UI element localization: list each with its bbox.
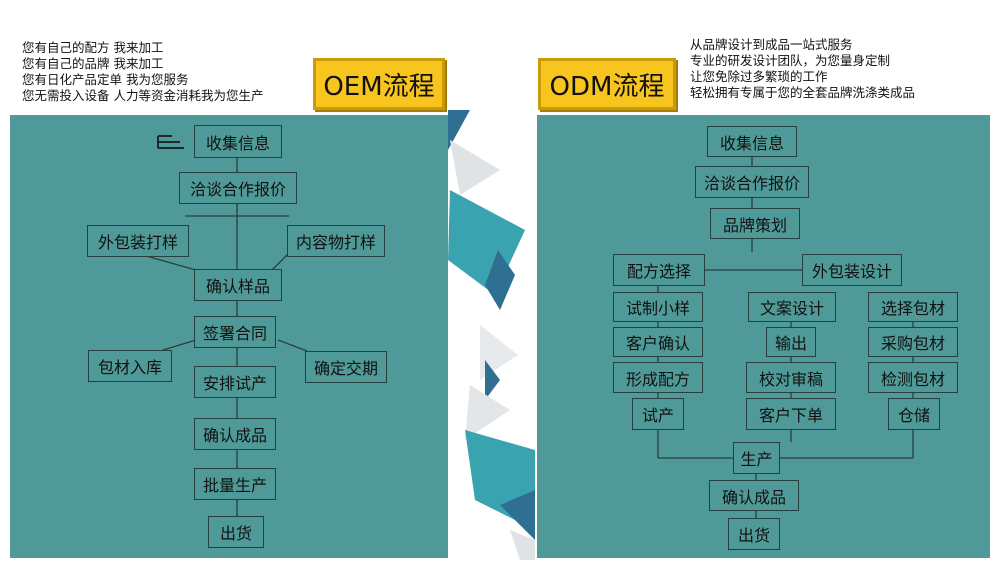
odm-step-trial-sample: 试制小样 bbox=[613, 292, 703, 322]
decorative-shapes bbox=[448, 110, 535, 560]
deco-small-diamond bbox=[485, 250, 515, 310]
odm-step-client-order: 客户下单 bbox=[746, 398, 836, 430]
oem-step-trial-production: 安排试产 bbox=[194, 366, 276, 398]
deco-dark-triangle bbox=[485, 360, 500, 400]
odm-intro-line: 专业的研发设计团队，为您量身定制 bbox=[690, 53, 891, 68]
deco-gray-shape bbox=[465, 385, 510, 440]
oem-intro-line: 您无需投入设备 人力等资金消耗我为您生产 bbox=[22, 88, 264, 103]
deco-gray-shape bbox=[450, 140, 500, 195]
odm-step-negotiate: 洽谈合作报价 bbox=[695, 166, 809, 198]
deco-gray-shape bbox=[510, 530, 535, 560]
odm-step-collect: 收集信息 bbox=[707, 126, 797, 157]
oem-step-materials-storage: 包材入库 bbox=[88, 350, 172, 382]
odm-step-production: 生产 bbox=[733, 442, 780, 474]
odm-step-storage: 仓储 bbox=[888, 398, 940, 430]
odm-step-purchase-materials: 采购包材 bbox=[868, 327, 958, 357]
odm-step-form-formula: 形成配方 bbox=[613, 362, 703, 393]
oem-intro: 您有自己的配方 我来加工 您有自己的品牌 我来加工 您有日化产品定单 我为您服务… bbox=[22, 40, 263, 104]
odm-step-formula-selection: 配方选择 bbox=[613, 254, 705, 286]
oem-step-ship: 出货 bbox=[208, 516, 264, 548]
deco-dark-triangle bbox=[500, 490, 535, 540]
oem-intro-line: 您有自己的配方 我来加工 bbox=[22, 40, 164, 55]
oem-step-content-sample: 内容物打样 bbox=[287, 225, 385, 257]
oem-step-negotiate: 洽谈合作报价 bbox=[179, 172, 297, 204]
odm-title: ODM流程 bbox=[538, 58, 676, 110]
odm-step-client-confirm: 客户确认 bbox=[613, 327, 703, 357]
oem-step-confirm-sample: 确认样品 bbox=[194, 269, 282, 301]
odm-step-copywriting: 文案设计 bbox=[748, 292, 836, 322]
deco-dark-triangle bbox=[448, 110, 470, 150]
odm-step-select-materials: 选择包材 bbox=[868, 292, 958, 322]
oem-step-delivery-date: 确定交期 bbox=[305, 351, 387, 383]
odm-step-proofread: 校对审稿 bbox=[746, 362, 836, 393]
odm-intro-line: 让您免除过多繁琐的工作 bbox=[690, 69, 828, 84]
oem-step-sign-contract: 签署合同 bbox=[194, 316, 276, 348]
odm-intro-line: 从品牌设计到成品一站式服务 bbox=[690, 37, 853, 52]
odm-intro: 从品牌设计到成品一站式服务 专业的研发设计团队，为您量身定制 让您免除过多繁琐的… bbox=[690, 37, 915, 101]
odm-intro-line: 轻松拥有专属于您的全套品牌洗涤类成品 bbox=[690, 85, 916, 100]
oem-intro-line: 您有自己的品牌 我来加工 bbox=[22, 56, 164, 71]
odm-step-brand-planning: 品牌策划 bbox=[710, 208, 800, 239]
oem-step-confirm-product: 确认成品 bbox=[194, 418, 276, 450]
odm-step-confirm-product: 确认成品 bbox=[709, 480, 799, 511]
oem-step-mass-production: 批量生产 bbox=[194, 468, 276, 500]
odm-step-inspect-materials: 检测包材 bbox=[868, 362, 958, 393]
list-icon bbox=[157, 135, 184, 149]
odm-step-output: 输出 bbox=[766, 327, 816, 357]
odm-step-trial-production: 试产 bbox=[632, 398, 684, 430]
oem-step-outer-pack-sample: 外包装打样 bbox=[87, 225, 189, 257]
odm-step-ship: 出货 bbox=[728, 518, 780, 550]
oem-step-collect: 收集信息 bbox=[194, 125, 282, 158]
oem-intro-line: 您有日化产品定单 我为您服务 bbox=[22, 72, 189, 87]
odm-step-packaging-design: 外包装设计 bbox=[802, 254, 902, 286]
oem-title: OEM流程 bbox=[313, 58, 445, 110]
